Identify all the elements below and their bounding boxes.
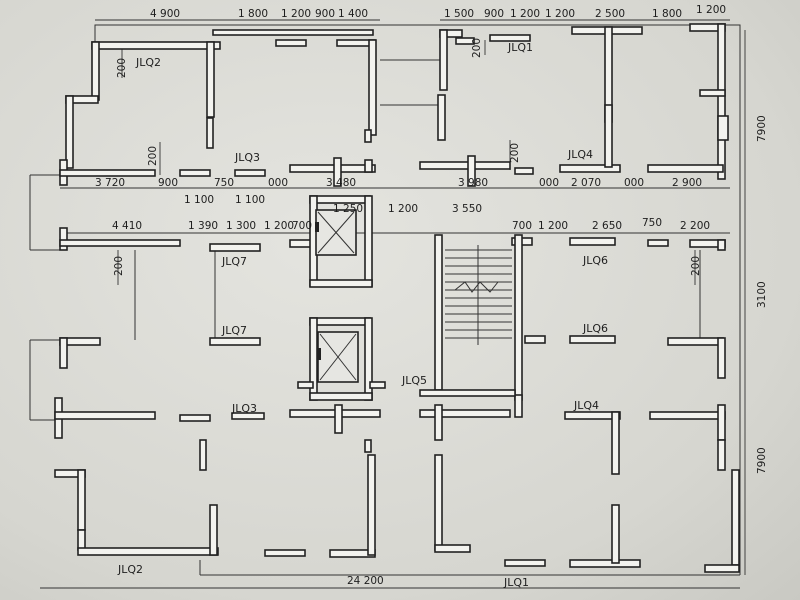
dim-row2b: 1 100 — [184, 194, 214, 206]
dim-row2b: 1 100 — [235, 194, 265, 206]
dim-right: 7900 — [756, 115, 768, 142]
outline — [29, 24, 741, 589]
dim-200: 200 — [471, 38, 483, 58]
dimension-lines — [50, 19, 746, 589]
label-jlq3-top: JLQ3 — [234, 151, 260, 164]
label-jlq7-a: JLQ7 — [221, 255, 247, 268]
dim-row2: 750 — [214, 177, 234, 189]
dim-row4: 700 — [512, 220, 532, 232]
dim-row2: 3 980 — [458, 177, 488, 189]
dim-row3: 1 200 — [388, 203, 418, 215]
dim-200: 200 — [113, 256, 125, 276]
dim-row4: 4 410 — [112, 220, 142, 232]
dim-top: 1 800 — [238, 8, 268, 20]
label-jlq5: JLQ5 — [401, 374, 427, 387]
component-labels: JLQ2 JLQ1 JLQ3 JLQ4 JLQ7 JLQ6 JLQ7 JLQ6 … — [117, 41, 608, 589]
dim-top: 2 500 — [595, 8, 625, 20]
dim-200: 200 — [690, 256, 702, 276]
dim-row4: 1 200 — [264, 220, 294, 232]
dim-top: 1 800 — [652, 8, 682, 20]
dim-row2: 000 — [268, 177, 288, 189]
label-jlq1-bottom: JLQ1 — [503, 576, 529, 589]
dims-row4: 4 410 1 390 1 300 1 200 700 700 1 200 2 … — [112, 217, 710, 232]
dim-row4: 2 200 — [680, 220, 710, 232]
dim-row4: 750 — [642, 217, 662, 229]
dim-200: 200 — [147, 146, 159, 166]
dim-row4: 700 — [292, 220, 312, 232]
dim-top: 900 — [315, 8, 335, 20]
label-jlq2-bottom: JLQ2 — [117, 563, 143, 576]
dim-row2: 2 070 — [571, 177, 601, 189]
dim-top: 900 — [484, 8, 504, 20]
label-jlq6-a: JLQ6 — [582, 254, 608, 267]
dims-top: 4 900 1 800 1 200 900 1 400 1 500 900 1 … — [150, 4, 726, 20]
dim-top: 1 200 — [696, 4, 726, 16]
dim-row2: 3 480 — [326, 177, 356, 189]
label-jlq7-b: JLQ7 — [221, 324, 247, 337]
dims-row3: 1 250 1 200 3 550 — [333, 203, 482, 215]
dims-200: 200 200 200 200 200 200 — [113, 38, 702, 276]
dim-top: 1 200 — [545, 8, 575, 20]
dim-row4: 1 300 — [226, 220, 256, 232]
dim-right: 3100 — [756, 281, 768, 308]
dim-top: 1 200 — [510, 8, 540, 20]
label-jlq4-top: JLQ4 — [567, 148, 593, 161]
dim-top: 1 200 — [281, 8, 311, 20]
dim-right: 7900 — [756, 447, 768, 474]
dim-200: 200 — [509, 143, 521, 163]
dims-row2: 3 720 900 750 000 3 480 3 980 000 2 070 … — [95, 177, 702, 206]
dim-row2: 000 — [624, 177, 644, 189]
dim-200: 200 — [116, 58, 128, 78]
dim-row3: 1 250 — [333, 203, 363, 215]
dim-top: 1 400 — [338, 8, 368, 20]
label-jlq2-top: JLQ2 — [135, 56, 161, 69]
dim-row2: 2 900 — [672, 177, 702, 189]
label-jlq4-bottom: JLQ4 — [573, 399, 599, 412]
label-jlq6-b: JLQ6 — [582, 322, 608, 335]
walls — [54, 23, 740, 573]
stair-treads — [445, 245, 512, 345]
dim-row2: 3 720 — [95, 177, 125, 189]
label-jlq3-bottom: JLQ3 — [231, 402, 257, 415]
dim-row2: 900 — [158, 177, 178, 189]
dim-row2: 000 — [539, 177, 559, 189]
dim-row3: 3 550 — [452, 203, 482, 215]
label-jlq1-top: JLQ1 — [507, 41, 533, 54]
dims-right: 7900 3100 7900 — [756, 115, 768, 474]
dim-top: 1 500 — [444, 8, 474, 20]
dim-bottom: 24 200 — [347, 575, 384, 587]
dim-row4: 2 650 — [592, 220, 622, 232]
dim-row4: 1 200 — [538, 220, 568, 232]
dim-top: 4 900 — [150, 8, 180, 20]
dim-row4: 1 390 — [188, 220, 218, 232]
